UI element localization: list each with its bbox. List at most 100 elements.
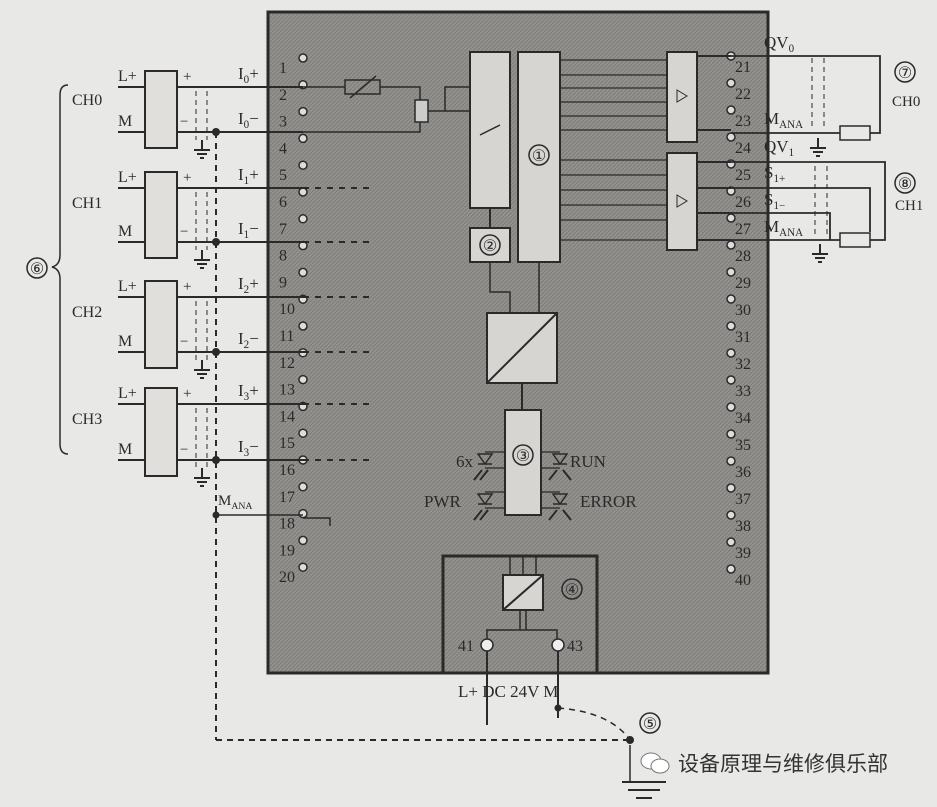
- terminal-27: [726, 213, 736, 223]
- terminal-17: [298, 482, 308, 492]
- led-label-PWR: PWR: [424, 492, 462, 511]
- terminal-number-23: 23: [735, 113, 751, 130]
- light-rays-icon: [548, 509, 572, 521]
- cable-shield: [195, 91, 208, 140]
- output-amplifier-0: [666, 51, 698, 143]
- led-icon: [551, 493, 569, 506]
- block-3: [504, 409, 542, 516]
- input-label: I1−: [238, 219, 259, 241]
- terminal-number-11: 11: [279, 328, 294, 345]
- callout-7: ⑦: [898, 65, 912, 82]
- terminal-number-28: 28: [735, 248, 751, 265]
- minus-label: −: [180, 114, 188, 130]
- terminal-6: [298, 187, 308, 197]
- terminal-34: [726, 402, 736, 412]
- transducer-ch1: [144, 171, 178, 259]
- terminal-number-18: 18: [279, 516, 295, 533]
- sensor-m-label: M: [118, 333, 132, 350]
- terminal-18: [298, 508, 308, 519]
- input-label: I1+: [238, 165, 259, 187]
- sensor-lplus-label: L+: [118, 68, 137, 85]
- out-channel-label: CH1: [895, 198, 923, 214]
- channel-label-CH3: CH3: [72, 411, 102, 428]
- callout-7-circle: [894, 61, 916, 83]
- terminal-43-label: 43: [567, 638, 583, 655]
- terminal-number-5: 5: [279, 167, 287, 184]
- terminal-23: [726, 105, 736, 115]
- terminal-number-29: 29: [735, 275, 751, 292]
- terminal-15: [298, 428, 308, 438]
- terminal-33: [726, 375, 736, 385]
- led-label-RUN: RUN: [570, 452, 606, 471]
- terminal-number-31: 31: [735, 329, 751, 346]
- sensor-lplus-label: L+: [118, 278, 137, 295]
- cable-shield: [811, 58, 828, 236]
- terminal-number-3: 3: [279, 114, 287, 131]
- plus-label: +: [183, 69, 191, 85]
- varistor-icon: [349, 75, 377, 99]
- minus-label: −: [180, 442, 188, 458]
- sensor-m-label: M: [118, 113, 132, 130]
- terminal-number-16: 16: [279, 462, 295, 479]
- terminal-5: [298, 160, 308, 170]
- relay-icon: [414, 99, 429, 123]
- led-wire: [485, 451, 505, 469]
- led-label-ERROR: ERROR: [580, 492, 637, 511]
- terminal-number-1: 1: [279, 60, 287, 77]
- terminal-number-38: 38: [735, 518, 751, 535]
- terminal-36: [726, 456, 736, 466]
- terminal-40: [726, 564, 736, 574]
- callout-2-circle: [479, 234, 501, 256]
- callout-5-circle: [639, 712, 661, 734]
- transducer-ch0: [144, 70, 178, 149]
- amplifier-icon: [676, 194, 688, 208]
- minus-label: −: [180, 224, 188, 240]
- amplifier-icon: [676, 89, 688, 103]
- callout-8: ⑧: [898, 176, 912, 193]
- callout-6-circle: [26, 257, 48, 279]
- plus-label: +: [183, 386, 191, 402]
- plus-label: +: [183, 170, 191, 186]
- terminal-number-26: 26: [735, 194, 751, 211]
- callout-1-circle: [528, 144, 550, 166]
- internal-wire: [303, 86, 470, 133]
- callout-2: ②: [483, 238, 497, 255]
- output-amplifier-1: [666, 152, 698, 251]
- sensor-m-label: M: [118, 441, 132, 458]
- terminal-number-20: 20: [279, 569, 295, 586]
- terminal-31: [726, 321, 736, 331]
- terminal-number-17: 17: [279, 489, 295, 506]
- terminal-41-label: 41: [458, 638, 474, 655]
- plus-label: +: [183, 279, 191, 295]
- terminal-number-24: 24: [735, 140, 751, 157]
- terminal-43: [551, 638, 565, 652]
- terminal-28: [726, 240, 736, 250]
- led-label-6x: 6x: [456, 452, 474, 471]
- channel-label-CH1: CH1: [72, 195, 102, 212]
- input-label: I2+: [238, 274, 259, 296]
- terminal-number-34: 34: [735, 410, 751, 427]
- terminal-number-27: 27: [735, 221, 751, 238]
- output-label: QV1: [764, 137, 794, 159]
- channel-label-CH2: CH2: [72, 304, 102, 321]
- led-wire: [541, 451, 560, 469]
- terminal-number-21: 21: [735, 59, 751, 76]
- terminal-22: [726, 78, 736, 88]
- terminal-number-40: 40: [735, 572, 751, 589]
- terminal-number-13: 13: [279, 382, 295, 399]
- light-rays-icon: [548, 469, 572, 481]
- callout-3: ③: [516, 448, 530, 465]
- varistor-icon: [344, 79, 381, 95]
- power-wire: [486, 556, 558, 645]
- terminal-7: [298, 214, 308, 224]
- led-wire: [541, 491, 560, 509]
- terminal-29: [726, 267, 736, 277]
- junction-dot: [626, 736, 634, 744]
- terminal-number-14: 14: [279, 408, 295, 425]
- terminal-20: [298, 562, 308, 572]
- mana-left-label: MANA: [218, 493, 252, 512]
- terminal-39: [726, 537, 736, 547]
- terminal-number-37: 37: [735, 491, 751, 508]
- internal-wire: [303, 86, 421, 100]
